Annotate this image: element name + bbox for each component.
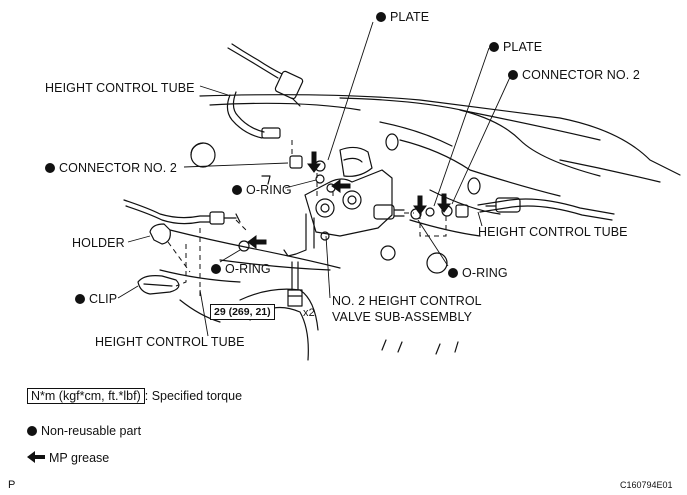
non-reusable-dot-icon <box>75 294 85 304</box>
label-height-tube-bottom: HEIGHT CONTROL TUBE <box>95 335 245 349</box>
plate-right-part <box>425 207 435 217</box>
label-oring-right: O-RING <box>448 266 508 280</box>
label-oring-center: O-RING <box>232 183 292 197</box>
bolt <box>287 261 303 307</box>
label-valve-line2: VALVE SUB-ASSEMBLY <box>332 310 473 324</box>
non-reusable-dot-icon <box>489 42 499 52</box>
label-clip: CLIP <box>75 292 117 306</box>
legend-non-reusable: Non-reusable part <box>27 424 141 438</box>
label-plate-right: PLATE <box>489 40 542 54</box>
height-control-tube-right <box>477 197 615 221</box>
valve-sub-assembly <box>283 146 405 257</box>
legend-torque: N*m (kgf*cm, ft.*lbf): Specified torque <box>27 388 243 404</box>
height-control-tube-lower <box>123 199 241 225</box>
grease-arrow-4 <box>437 193 451 213</box>
grease-arrow-3 <box>413 195 427 215</box>
label-connector-right: CONNECTOR NO. 2 <box>508 68 640 82</box>
non-reusable-dot-icon <box>27 426 37 436</box>
torque-spec-box: 29 (269, 21) <box>210 304 275 320</box>
oring-center-part <box>315 174 325 184</box>
body-hole <box>385 133 399 151</box>
oring-lower-part <box>238 240 250 252</box>
non-reusable-dot-icon <box>508 70 518 80</box>
footer-left-mark: P <box>8 479 16 491</box>
label-holder: HOLDER <box>72 236 125 250</box>
body-hole <box>467 177 481 195</box>
holder-part <box>149 223 171 245</box>
legend-torque-desc: : Specified torque <box>144 389 243 403</box>
legend-torque-units: N*m (kgf*cm, ft.*lbf) <box>27 388 145 404</box>
grease-arrow-icon <box>27 451 45 463</box>
body-hole <box>380 245 396 261</box>
clip-part <box>137 275 180 295</box>
label-height-tube-top: HEIGHT CONTROL TUBE <box>45 81 195 95</box>
figure-code: C160794E01 <box>620 480 673 490</box>
legend-grease: MP grease <box>27 451 109 465</box>
grease-arrow-1 <box>307 151 321 173</box>
non-reusable-dot-icon <box>45 163 55 173</box>
connector-left-part <box>289 155 303 169</box>
torque-quantity: x2 <box>303 307 315 319</box>
grease-arrow-5 <box>247 235 267 249</box>
non-reusable-dot-icon <box>448 268 458 278</box>
label-valve-line1: NO. 2 HEIGHT CONTROL <box>332 294 482 308</box>
height-control-tube-left <box>226 91 281 139</box>
non-reusable-dot-icon <box>376 12 386 22</box>
non-reusable-dot-icon <box>232 185 242 195</box>
body-hole <box>426 252 448 274</box>
non-reusable-dot-icon <box>211 264 221 274</box>
label-oring-lower: O-RING <box>211 262 271 276</box>
connector-top-harness <box>227 43 304 107</box>
label-height-tube-right: HEIGHT CONTROL TUBE <box>478 225 628 239</box>
grease-arrow-2 <box>331 179 351 193</box>
label-plate-top: PLATE <box>376 10 429 24</box>
label-connector-left: CONNECTOR NO. 2 <box>45 161 177 175</box>
